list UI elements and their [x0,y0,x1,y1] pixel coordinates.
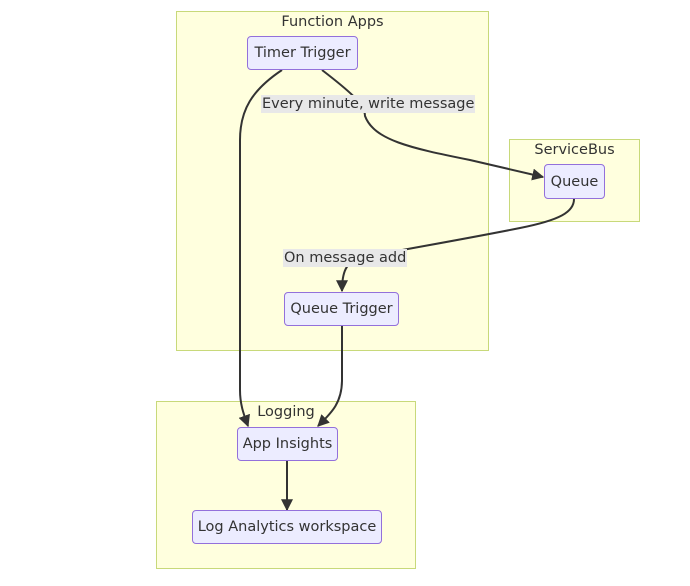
cluster-title-logging: Logging [257,404,315,420]
edge-timer-to-queue [321,69,545,181]
edge-queue-to-queue-trigger [336,198,575,293]
node-log-analytics-workspace[interactable]: Log Analytics workspace [192,510,382,544]
cluster-service-bus: ServiceBus [509,139,640,222]
node-queue[interactable]: Queue [544,164,605,199]
edge-label-timer-to-queue: Every minute, write message [261,95,476,113]
edge-queue-trigger-to-app-insights [317,326,343,427]
edge-timer-to-app-insights [238,69,283,428]
edge-label-queue-to-trigger: On message add [283,249,408,267]
cluster-title-function-apps: Function Apps [281,14,384,30]
node-timer-trigger[interactable]: Timer Trigger [247,36,358,70]
node-app-insights[interactable]: App Insights [237,427,338,461]
cluster-title-service-bus: ServiceBus [534,142,615,158]
node-queue-trigger[interactable]: Queue Trigger [284,292,399,326]
